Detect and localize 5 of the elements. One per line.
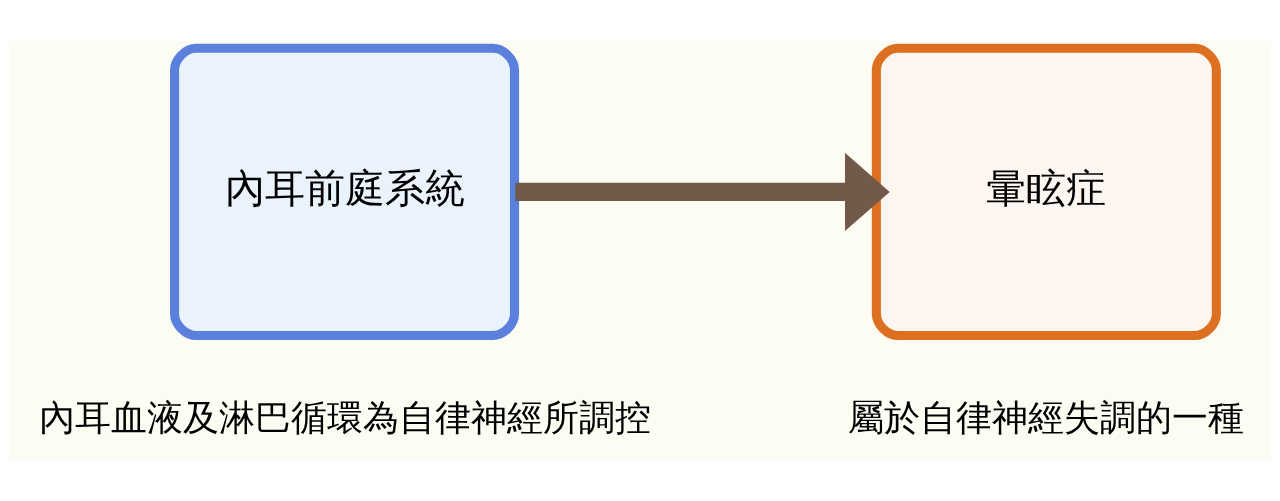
node-label: 屬於自律神經失調的一種: [848, 395, 1245, 439]
node-box: 內耳前庭系統: [170, 43, 520, 340]
node-box: 暈眩症: [871, 43, 1221, 340]
arrow: [515, 152, 890, 231]
node-label: 內耳血液及淋巴循環為自律神經所調控: [38, 395, 651, 439]
